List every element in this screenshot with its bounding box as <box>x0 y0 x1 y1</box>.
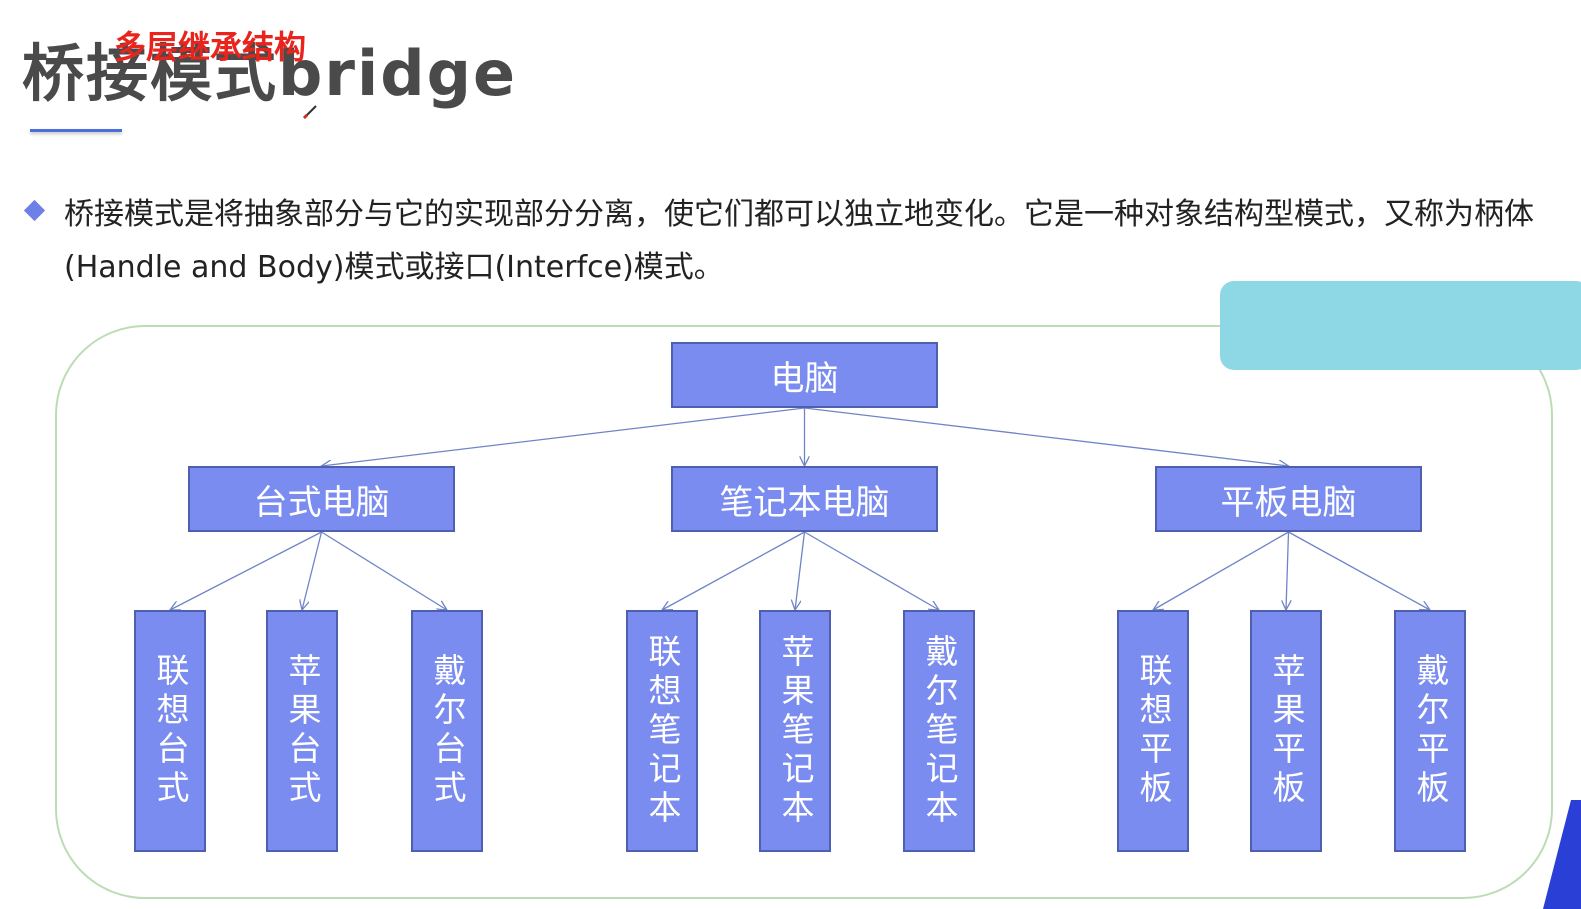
badge-label: 多层继承结构 <box>113 27 306 66</box>
node-laptop: 笔记本电脑 <box>671 466 938 532</box>
node-dell-desktop: 戴尔台式 <box>411 610 483 852</box>
edge-root-tablet <box>804 407 1289 466</box>
title-underline <box>30 129 122 132</box>
edge-tablet-t3 <box>1288 531 1431 610</box>
node-apple-laptop: 苹果笔记本 <box>759 610 831 852</box>
edge-desktop-d2 <box>302 531 323 610</box>
slide-title: 桥接模式bridge <box>22 37 518 110</box>
node-lenovo-desktop: 联想台式 <box>134 610 206 852</box>
node-root: 电脑 <box>671 342 938 408</box>
node-dell-tablet: 戴尔平板 <box>1394 610 1466 852</box>
edge-laptop-l1 <box>662 531 805 610</box>
node-apple-tablet: 苹果平板 <box>1250 610 1322 852</box>
badge <box>1220 281 1581 370</box>
edge-tablet-t1 <box>1153 531 1289 610</box>
node-lenovo-tablet: 联想平板 <box>1117 610 1189 852</box>
edge-desktop-d3 <box>321 531 448 610</box>
description-text: 桥接模式是将抽象部分与它的实现部分分离，使它们都可以独立地变化。它是一种对象结构… <box>64 197 1534 285</box>
edge-root-desktop <box>322 407 805 466</box>
node-tablet: 平板电脑 <box>1155 466 1422 532</box>
node-lenovo-laptop: 联想笔记本 <box>626 610 698 852</box>
node-desktop: 台式电脑 <box>188 466 455 532</box>
diagram-container <box>55 325 1553 899</box>
node-dell-laptop: 戴尔笔记本 <box>903 610 975 852</box>
pen-cursor-icon <box>302 105 317 120</box>
corner-decoration <box>1543 800 1581 909</box>
edge-laptop-l2 <box>795 531 806 610</box>
edge-tablet-t2 <box>1286 531 1289 610</box>
edge-desktop-d1 <box>170 531 322 610</box>
edge-laptop-l3 <box>804 531 940 610</box>
node-apple-desktop: 苹果台式 <box>266 610 338 852</box>
